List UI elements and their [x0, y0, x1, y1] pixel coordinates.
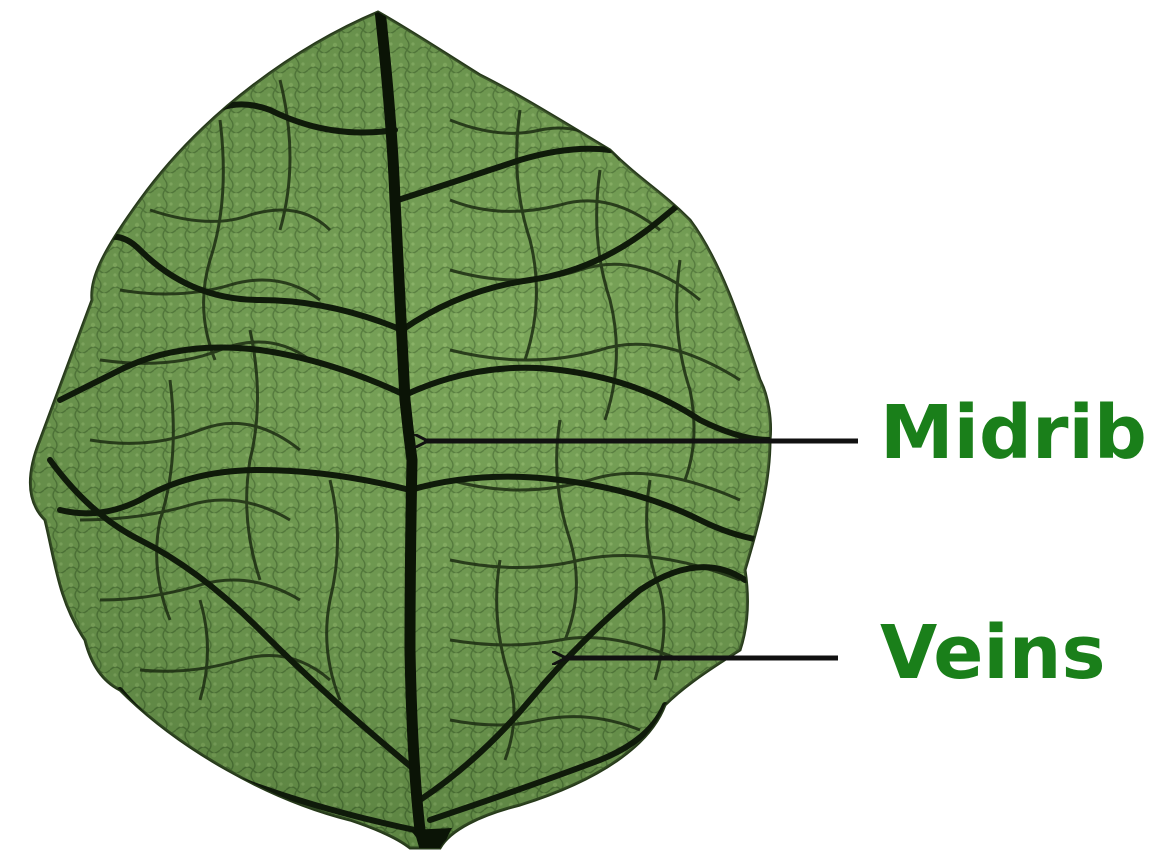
midrib-label: Midrib	[880, 390, 1147, 476]
veins-label: Veins	[880, 610, 1106, 696]
